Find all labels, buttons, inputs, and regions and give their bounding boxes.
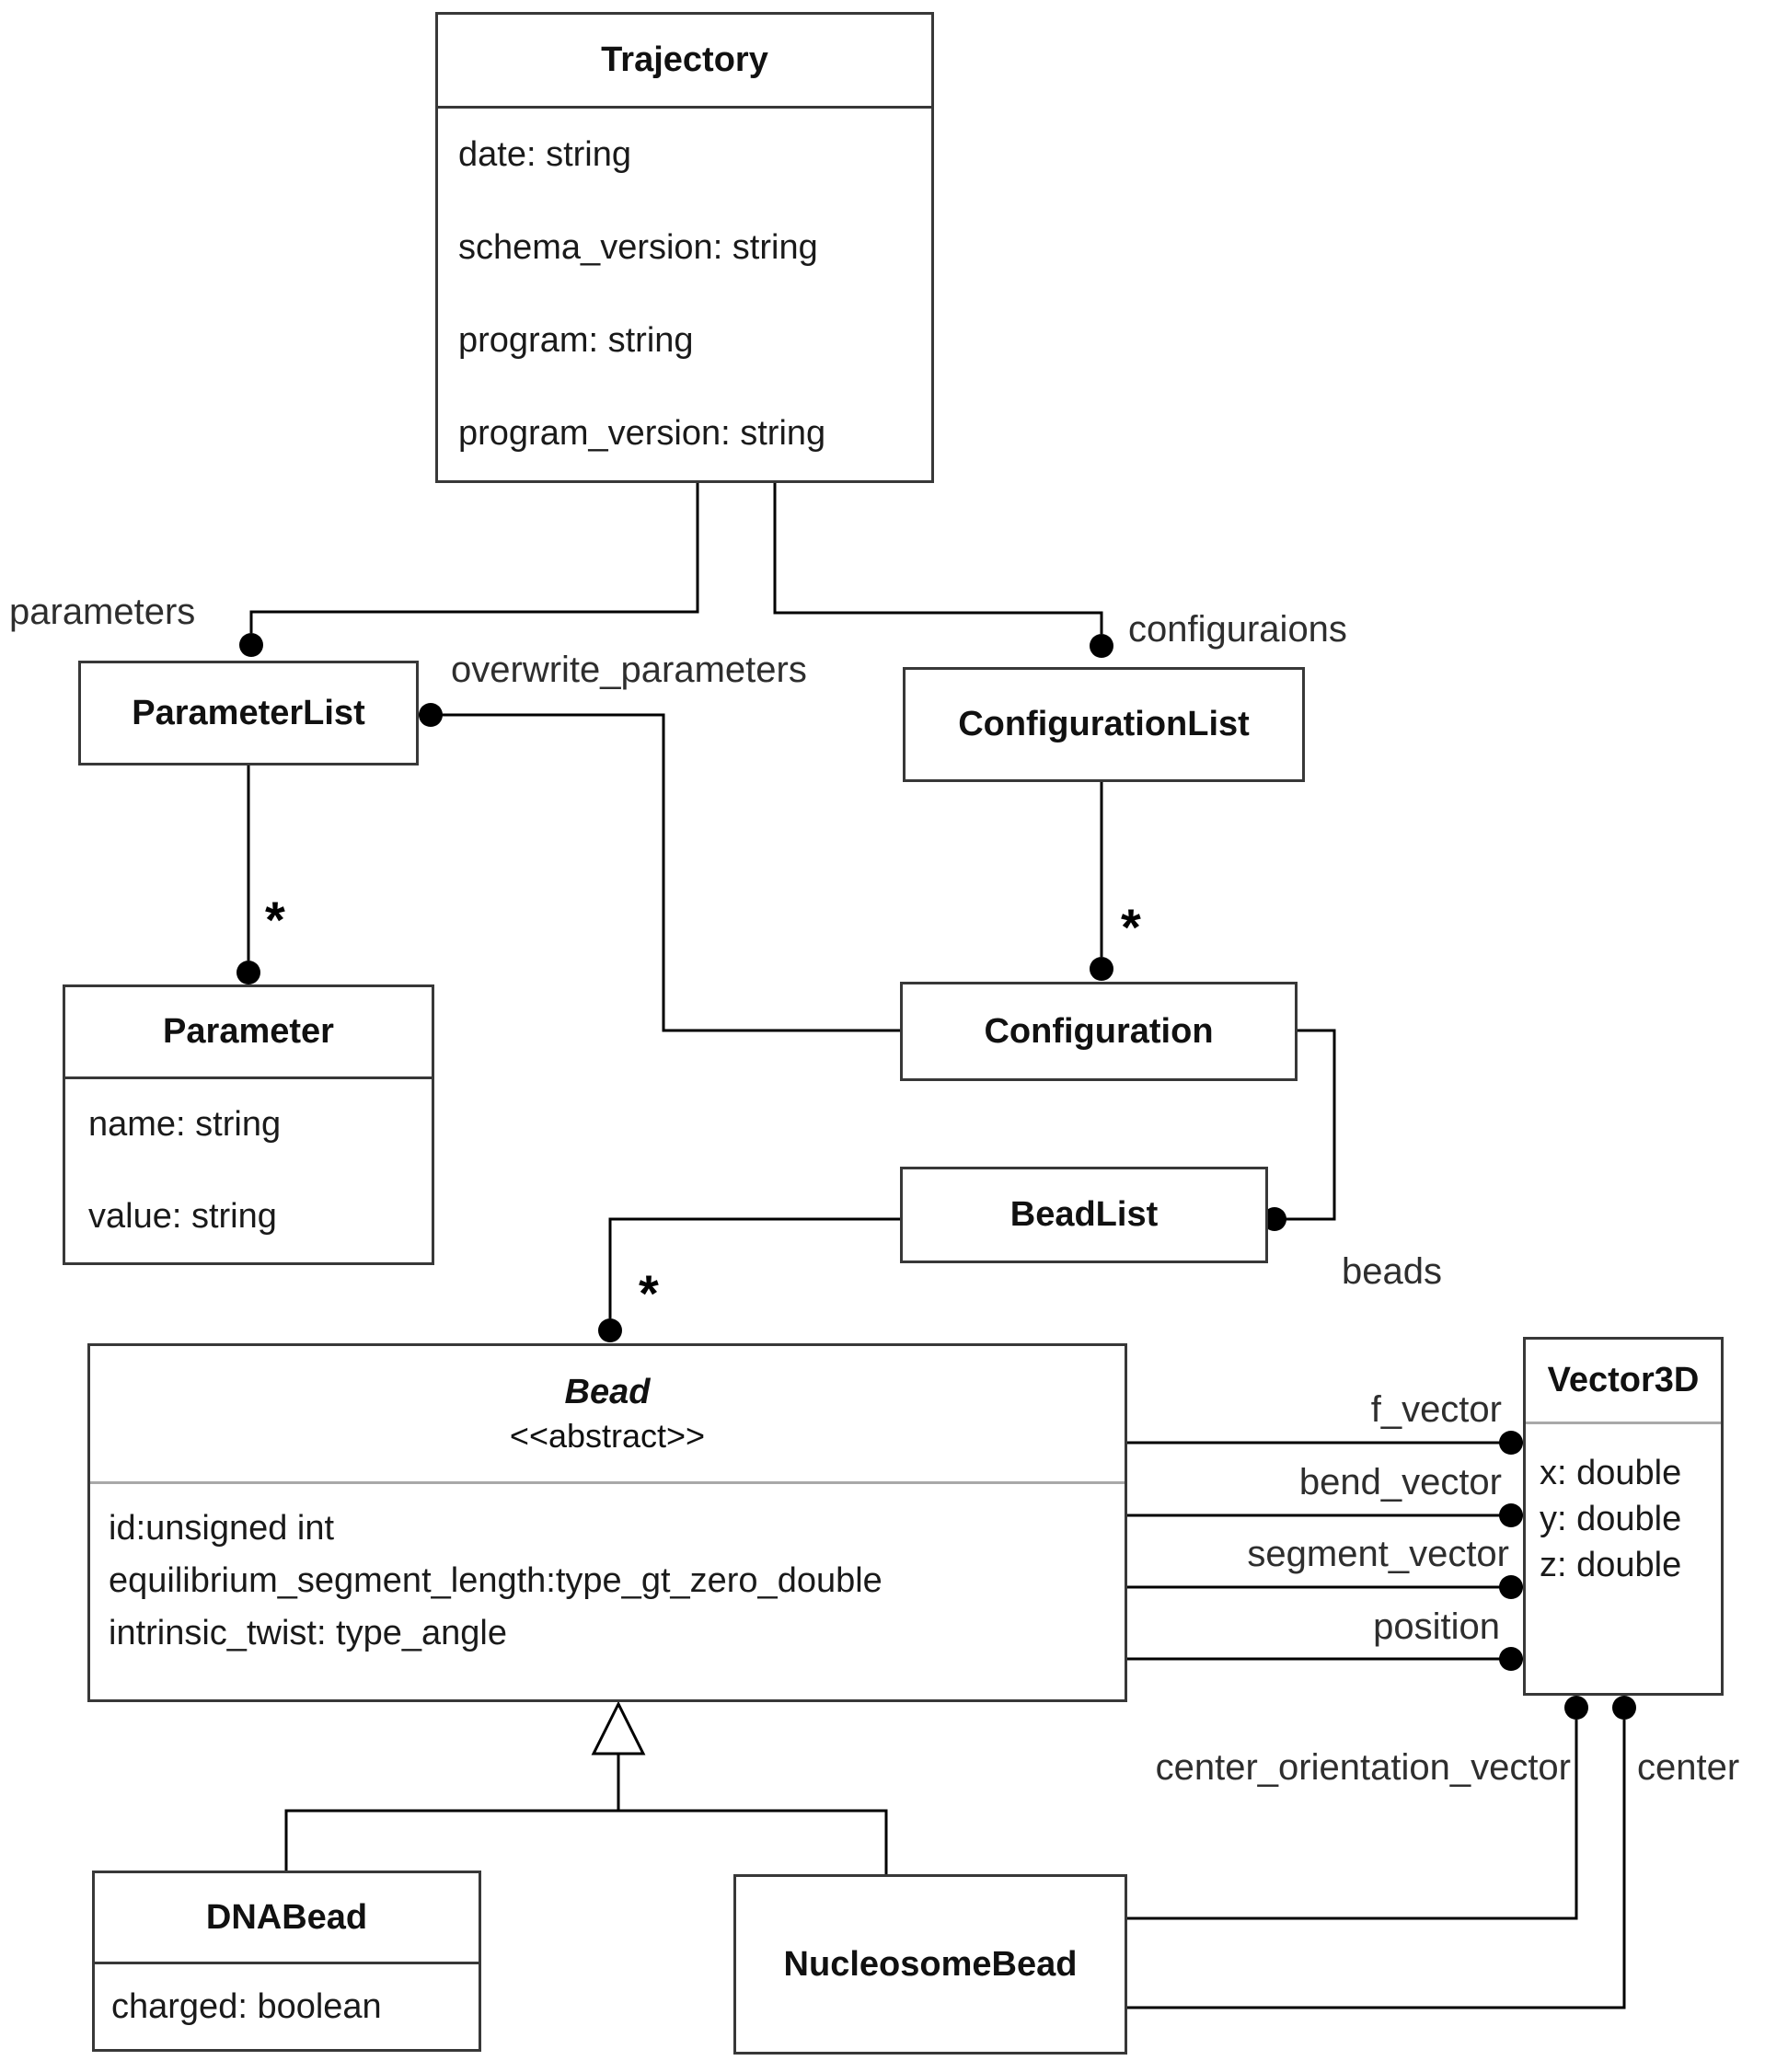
aggregation-dot-overwrite-parameters — [419, 703, 443, 727]
attribute-y: y: double — [1540, 1500, 1682, 1538]
multiplicity-star-bead: * — [639, 1264, 659, 1322]
aggregation-dot-f-vector — [1499, 1431, 1523, 1455]
edge-center-orientation-vector — [1127, 1720, 1578, 1920]
class-box-dnabead: DNABead charged: boolean — [92, 1871, 481, 2052]
class-stereotype-bead: <<abstract>> — [509, 1416, 706, 1455]
attribute-schema-version: schema_version: string — [458, 228, 818, 267]
class-box-bead: Bead <<abstract>> id:unsigned int equili… — [87, 1343, 1127, 1702]
attribute-program-version: program_version: string — [458, 414, 826, 453]
aggregation-dot-beads — [1263, 1207, 1286, 1231]
class-title-trajectory: Trajectory — [438, 15, 931, 109]
edge-label-segment-vector: segment_vector — [1247, 1534, 1509, 1574]
class-box-parameterlist: ParameterList — [78, 661, 419, 765]
edge-trajectory-parameterlist — [249, 483, 699, 633]
edge-label-bend-vector: bend_vector — [1298, 1462, 1502, 1502]
attribute-date: date: string — [458, 135, 631, 174]
edge-label-parameters: parameters — [9, 592, 196, 632]
edge-beadlist-bead — [608, 1217, 900, 1318]
edge-label-center-orientation-vector: center_orientation_vector — [1155, 1747, 1571, 1788]
class-title-nucleosomebead: NucleosomeBead — [783, 1944, 1078, 1984]
aggregation-dot-center-orientation-vector — [1564, 1696, 1588, 1720]
aggregation-dot-segment-vector — [1499, 1575, 1523, 1599]
generalization-triangle — [591, 1700, 646, 1755]
edge-label-configuraions: configuraions — [1128, 609, 1347, 650]
attribute-charged: charged: boolean — [111, 1986, 382, 2026]
aggregation-dot-configuration — [1090, 957, 1113, 981]
edge-label-center: center — [1637, 1747, 1740, 1788]
attribute-id: id:unsigned int — [109, 1509, 335, 1548]
edge-label-position: position — [1373, 1606, 1500, 1647]
class-box-configurationlist: ConfigurationList — [903, 667, 1305, 782]
aggregation-dot-parameter — [236, 961, 260, 984]
aggregation-dot-bend-vector — [1499, 1503, 1523, 1527]
attribute-x: x: double — [1540, 1454, 1682, 1492]
edge-label-f-vector: f_vector — [1370, 1389, 1502, 1430]
multiplicity-star-configuration: * — [1121, 898, 1141, 956]
edge-overwrite-parameters — [419, 713, 900, 1032]
class-box-nucleosomebead: NucleosomeBead — [733, 1874, 1127, 2055]
class-title-configurationlist: ConfigurationList — [958, 705, 1250, 743]
multiplicity-star-parameter: * — [265, 891, 285, 949]
class-box-trajectory: Trajectory date: string schema_version: … — [435, 12, 934, 483]
edge-configuration-beadlist — [1280, 1029, 1336, 1221]
class-header-bead: Bead <<abstract>> — [90, 1346, 1125, 1484]
aggregation-dot-position — [1499, 1647, 1523, 1671]
class-box-parameter: Parameter name: string value: string — [63, 984, 434, 1265]
attribute-intrinsic-twist: intrinsic_twist: type_angle — [109, 1614, 507, 1652]
attribute-value: value: string — [88, 1196, 277, 1236]
class-title-vector3d: Vector3D — [1526, 1340, 1721, 1424]
aggregation-dot-configuraions — [1090, 634, 1113, 658]
attribute-equilibrium-segment-length: equilibrium_segment_length:type_gt_zero_… — [109, 1561, 882, 1600]
class-title-dnabead: DNABead — [95, 1873, 479, 1964]
aggregation-dot-parameters — [239, 633, 263, 657]
class-title-configuration: Configuration — [984, 1011, 1214, 1051]
class-box-beadlist: BeadList — [900, 1167, 1268, 1263]
class-box-vector3d: Vector3D x: double y: double z: double — [1523, 1337, 1724, 1696]
edge-center — [1127, 1720, 1626, 2009]
aggregation-dot-center — [1612, 1696, 1636, 1720]
attribute-name: name: string — [88, 1105, 282, 1145]
edge-trajectory-configurationlist — [773, 483, 1103, 634]
class-title-parameterlist: ParameterList — [132, 693, 365, 732]
class-title-bead: Bead — [564, 1373, 651, 1412]
class-title-beadlist: BeadList — [1009, 1195, 1159, 1234]
class-title-parameter: Parameter — [65, 987, 432, 1079]
attribute-program: program: string — [458, 321, 694, 360]
edge-label-beads: beads — [1342, 1251, 1442, 1292]
attribute-z: z: double — [1540, 1546, 1682, 1584]
class-box-configuration: Configuration — [900, 982, 1298, 1081]
edge-label-overwrite-parameters: overwrite_parameters — [451, 650, 807, 690]
aggregation-dot-bead — [598, 1318, 622, 1342]
edge-generalization-branches — [284, 1809, 888, 1874]
